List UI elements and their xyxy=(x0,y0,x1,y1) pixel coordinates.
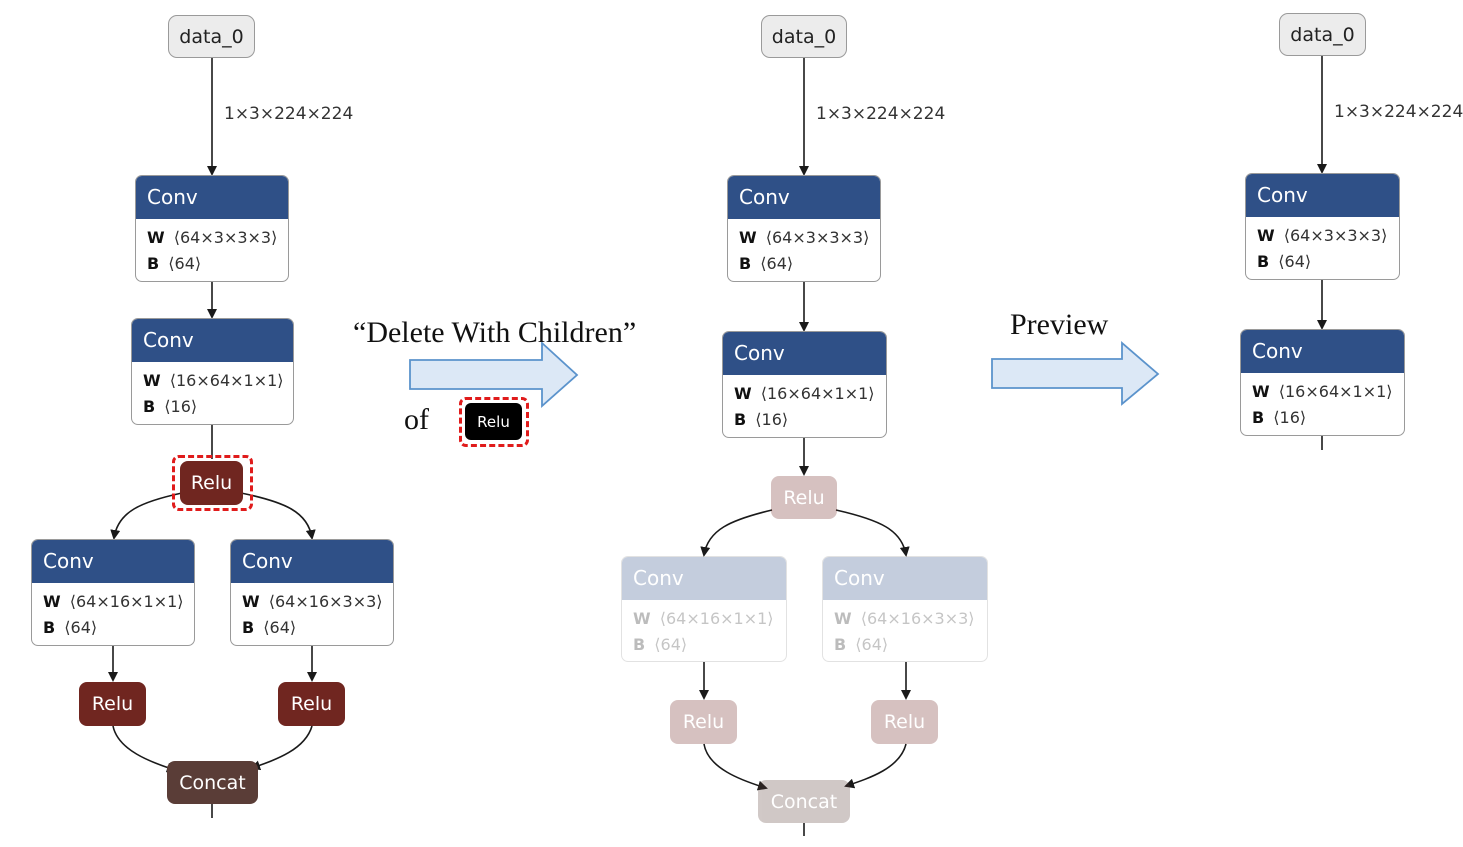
bias-row: B ⟨64⟩ xyxy=(242,618,297,637)
bias-row: B ⟨64⟩ xyxy=(43,618,98,637)
weight-row: W ⟨64×16×1×1⟩ xyxy=(633,609,774,628)
weight-row: W ⟨64×16×3×3⟩ xyxy=(834,609,975,628)
of-caption: of xyxy=(404,403,429,436)
conv-node-2[interactable]: Conv W ⟨16×64×1×1⟩ B ⟨16⟩ xyxy=(1240,329,1405,436)
bias-row: B ⟨16⟩ xyxy=(734,410,789,429)
weight-row: W ⟨64×3×3×3⟩ xyxy=(739,228,870,247)
weight-row: W ⟨16×64×1×1⟩ xyxy=(734,384,875,403)
concat-node[interactable]: Concat xyxy=(167,761,258,804)
relu-node-right-deleted[interactable]: Relu xyxy=(871,700,938,744)
relu-node-deleted[interactable]: Relu xyxy=(771,476,837,519)
relu-node-left-deleted[interactable]: Relu xyxy=(670,700,737,744)
conv-node-1[interactable]: Conv W ⟨64×3×3×3⟩ B ⟨64⟩ xyxy=(727,175,881,282)
concat-node-deleted[interactable]: Concat xyxy=(758,780,850,823)
conv-title: Conv xyxy=(132,319,293,362)
preview-caption: Preview xyxy=(1010,308,1109,341)
input-node[interactable]: data_0 xyxy=(1279,13,1366,56)
conv-title: Conv xyxy=(136,176,288,219)
conv-title: Conv xyxy=(231,540,393,583)
conv-title: Conv xyxy=(32,540,194,583)
weight-row: W ⟨64×16×3×3⟩ xyxy=(242,592,383,611)
bias-row: B ⟨16⟩ xyxy=(143,397,198,416)
conv-title: Conv xyxy=(728,176,880,219)
conv-title: Conv xyxy=(1246,174,1399,217)
graph-deleted-edges xyxy=(699,58,911,836)
conv-title: Conv xyxy=(622,557,786,600)
input-node[interactable]: data_0 xyxy=(761,15,847,58)
selection-highlight xyxy=(172,455,253,511)
bias-row: B ⟨64⟩ xyxy=(147,254,202,273)
graph-original-edges xyxy=(108,58,317,818)
weight-row: W ⟨16×64×1×1⟩ xyxy=(1252,382,1393,401)
weight-row: W ⟨64×3×3×3⟩ xyxy=(1257,226,1388,245)
conv-node-1[interactable]: Conv W ⟨64×3×3×3⟩ B ⟨64⟩ xyxy=(135,175,289,282)
bias-row: B ⟨64⟩ xyxy=(1257,252,1312,271)
conv-node-3-deleted[interactable]: Conv W ⟨64×16×1×1⟩ B ⟨64⟩ xyxy=(621,556,787,662)
relu-node-right[interactable]: Relu xyxy=(278,682,345,726)
bias-row: B ⟨64⟩ xyxy=(739,254,794,273)
relu-node-selected[interactable]: Relu xyxy=(180,461,243,505)
edge-shape-label: 1×3×224×224 xyxy=(224,104,354,124)
badge-selection-highlight xyxy=(459,397,529,447)
weight-row: W ⟨64×16×1×1⟩ xyxy=(43,592,184,611)
weight-row: W ⟨16×64×1×1⟩ xyxy=(143,371,284,390)
edge-shape-label: 1×3×224×224 xyxy=(1334,102,1463,122)
conv-node-2[interactable]: Conv W ⟨16×64×1×1⟩ B ⟨16⟩ xyxy=(131,318,294,425)
conv-title: Conv xyxy=(723,332,886,375)
edge-shape-label: 1×3×224×224 xyxy=(816,104,946,124)
bias-row: B ⟨16⟩ xyxy=(1252,408,1307,427)
action-caption: “Delete With Children” xyxy=(353,316,637,349)
input-node[interactable]: data_0 xyxy=(168,15,255,58)
conv-title: Conv xyxy=(823,557,987,600)
transition-arrow-preview xyxy=(991,341,1160,406)
conv-node-2[interactable]: Conv W ⟨16×64×1×1⟩ B ⟨16⟩ xyxy=(722,331,887,438)
weight-row: W ⟨64×3×3×3⟩ xyxy=(147,228,278,247)
conv-node-4-deleted[interactable]: Conv W ⟨64×16×3×3⟩ B ⟨64⟩ xyxy=(822,556,988,662)
conv-node-3[interactable]: Conv W ⟨64×16×1×1⟩ B ⟨64⟩ xyxy=(31,539,195,646)
relu-node-left[interactable]: Relu xyxy=(79,682,146,726)
conv-node-1[interactable]: Conv W ⟨64×3×3×3⟩ B ⟨64⟩ xyxy=(1245,173,1400,280)
bias-row: B ⟨64⟩ xyxy=(633,635,688,654)
conv-title: Conv xyxy=(1241,330,1404,373)
bias-row: B ⟨64⟩ xyxy=(834,635,889,654)
selected-relu-badge: Relu xyxy=(465,403,522,440)
conv-node-4[interactable]: Conv W ⟨64×16×3×3⟩ B ⟨64⟩ xyxy=(230,539,394,646)
transition-arrow-delete xyxy=(409,340,579,408)
